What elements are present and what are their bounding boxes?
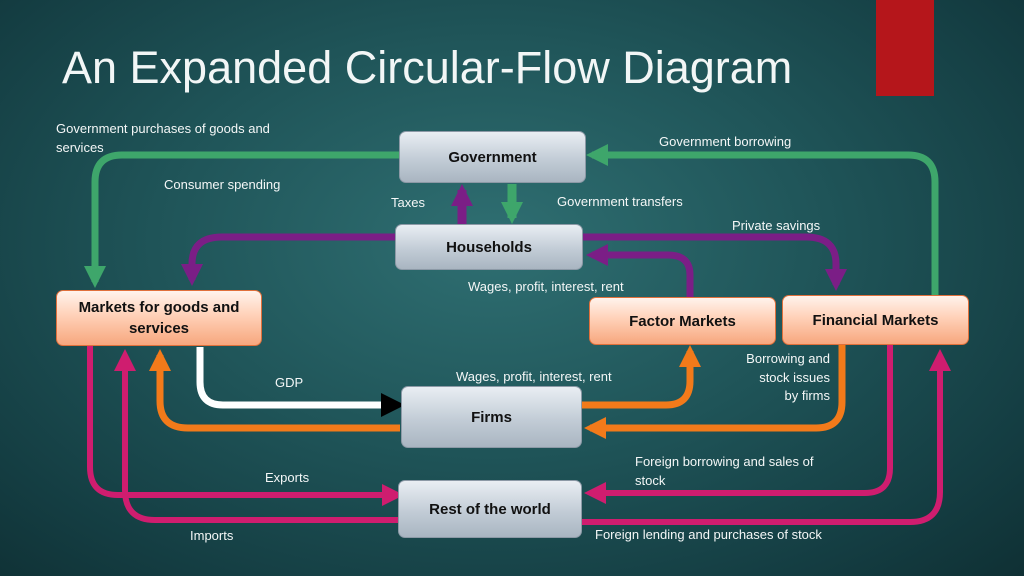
arrow-financial-to-firms xyxy=(584,345,846,439)
label-borrowing-issues-line-3: by firms xyxy=(784,388,831,403)
box-government: Government xyxy=(399,131,586,183)
label-foreign-lending: Foreign lending and purchases of stock xyxy=(595,527,822,542)
arrow-wages-to-households xyxy=(586,244,694,297)
arrow-firms-to-markets xyxy=(149,349,400,432)
label-wages-upper: Wages, profit, interest, rent xyxy=(468,279,624,294)
arrow-private-savings xyxy=(580,233,847,291)
box-households: Households xyxy=(395,224,583,270)
label-exports: Exports xyxy=(265,470,310,485)
box-financial-markets: Financial Markets xyxy=(782,295,969,345)
label-private-savings: Private savings xyxy=(732,218,821,233)
arrow-foreign-lending xyxy=(582,349,951,525)
label-government-borrowing: Government borrowing xyxy=(659,134,792,149)
arrow-government-purchases xyxy=(84,151,400,288)
page-title: An Expanded Circular-Flow Diagram xyxy=(62,42,793,93)
label-borrowing-issues-line-1: Borrowing and xyxy=(746,351,830,366)
box-markets-goods-services: Markets for goods and services xyxy=(56,290,262,346)
arrow-firms-to-factor xyxy=(582,345,701,409)
arrow-imports xyxy=(114,349,400,523)
arrow-foreign-borrowing xyxy=(584,345,893,504)
arrow-government-borrowing xyxy=(586,144,939,297)
label-gdp: GDP xyxy=(275,375,304,390)
label-wages-lower: Wages, profit, interest, rent xyxy=(456,369,612,384)
label-borrowing-issues-line-2: stock issues xyxy=(759,370,830,385)
label-taxes: Taxes xyxy=(391,195,425,210)
label-government-transfers: Government transfers xyxy=(557,194,683,209)
label-consumer-spending: Consumer spending xyxy=(164,177,281,192)
arrow-exports xyxy=(87,345,404,506)
box-factor-markets: Factor Markets xyxy=(589,297,776,345)
arrow-consumer-spending xyxy=(181,233,397,286)
label-foreign-borrowing: Foreign borrowing and sales of stock xyxy=(635,454,814,488)
box-rest-of-world: Rest of the world xyxy=(398,480,582,538)
box-firms: Firms xyxy=(401,386,582,448)
arrow-gdp xyxy=(196,347,405,417)
label-imports: Imports xyxy=(190,528,234,543)
label-government-purchases: Government purchases of goods and servic… xyxy=(56,121,270,155)
accent-bar xyxy=(876,0,934,96)
